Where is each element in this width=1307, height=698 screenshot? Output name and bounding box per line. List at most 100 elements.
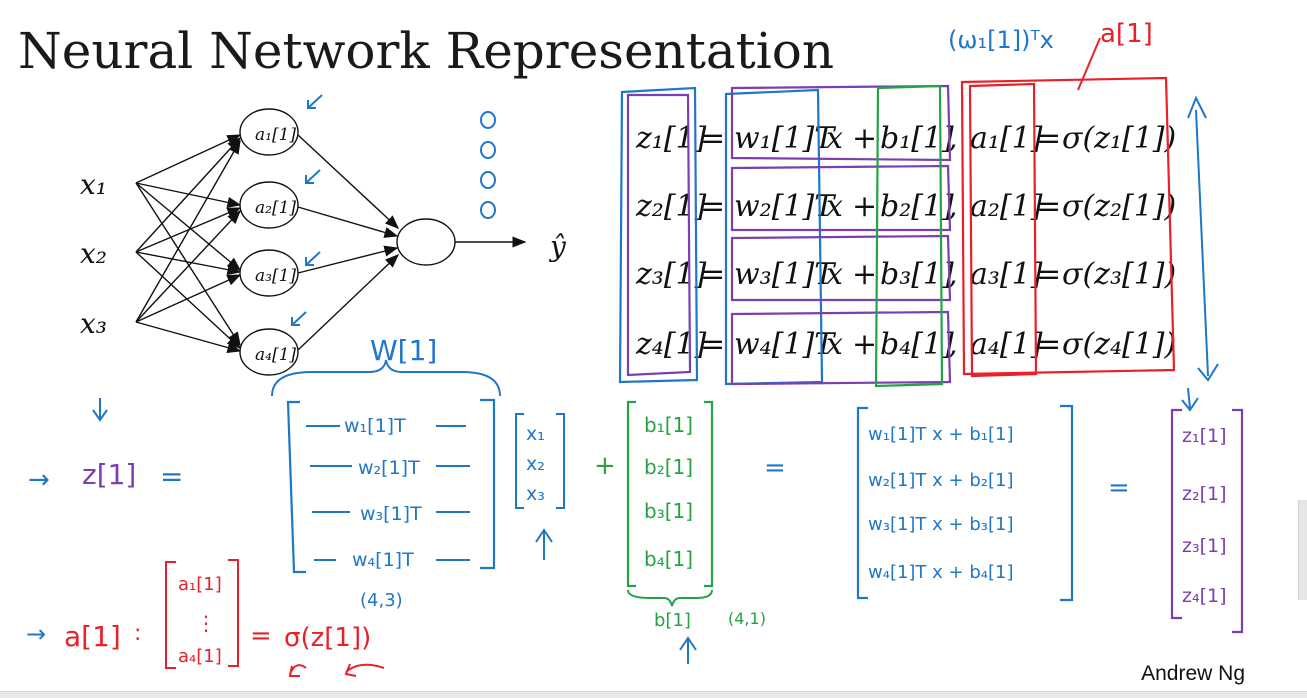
a-colon: :: [134, 621, 141, 646]
W-row-4: w₄[1]T: [352, 549, 414, 571]
z-col-down-arrow: [1181, 387, 1199, 412]
eq3-x: x: [826, 257, 843, 292]
equation-highlights: [618, 76, 1176, 388]
a-vec-bottom: a₄[1]: [178, 646, 222, 667]
b-brace: [627, 589, 713, 607]
hidden-node-2-label: a₂[1]: [255, 198, 296, 218]
eq4-z: z₄[1]: [635, 327, 707, 362]
hidden-node-4: [239, 328, 299, 376]
eq3-a: a₃[1]: [970, 257, 1043, 292]
hidden-node-1: [239, 108, 299, 156]
top-annotation: (ω₁[1])ᵀx a[1]: [948, 19, 1153, 91]
input-x1: x₁: [80, 168, 107, 201]
hidden-units-sketch: [480, 111, 496, 219]
eq1-eq2: =: [1036, 121, 1061, 156]
W-row-3: w₃[1]T: [360, 503, 422, 525]
vertical-span-arrow: [1187, 95, 1219, 382]
z-vector-left-bracket: [1170, 408, 1182, 620]
z-vec-1: z₁[1]: [1182, 425, 1227, 447]
a-equals: =: [250, 621, 272, 651]
W-row-1: w₁[1]T: [344, 415, 406, 437]
network-diagram: a₁[1] a₂[1] a₃[1] a₄[1] x₁ x₂ x₃ ŷ: [80, 94, 567, 376]
eq3-comma: ,: [948, 257, 958, 292]
equation-block: z₁[1] = w₁[1]T x + b₁[1] , a₁[1] = σ(z₁[…: [618, 76, 1219, 388]
eq4-x: x: [826, 327, 843, 362]
W-brace: [271, 359, 501, 397]
author-name: Andrew Ng: [1141, 662, 1245, 685]
eq3-eq2: =: [1036, 257, 1061, 292]
a-vector-left-bracket: [165, 561, 176, 669]
z-down-arrow: [92, 398, 108, 422]
eq2-eq2: =: [1036, 189, 1061, 224]
eq4-eq2: =: [1036, 327, 1061, 362]
result-row-4: w₄[1]T x + b₄[1]: [868, 562, 1013, 583]
eq1-plus: +: [852, 121, 877, 156]
hidden-output-edges: [297, 134, 527, 351]
eq4-b: b₄[1]: [880, 327, 954, 362]
input-hidden-edges: [135, 134, 242, 354]
b-vector-right-bracket: [704, 400, 714, 588]
top-expr: (ω₁[1])ᵀx: [948, 26, 1054, 54]
a-left-arrow: →: [26, 620, 46, 648]
z-vector-right-bracket: [1232, 408, 1244, 634]
eq1-comma: ,: [948, 121, 958, 156]
eq2-b: b₂[1]: [880, 189, 954, 224]
eq2-sigma: σ(z₂[1]): [1062, 189, 1176, 224]
b-vec-2: b₂[1]: [644, 455, 693, 479]
b-vec-3: b₃[1]: [644, 499, 693, 523]
hidden-node-1-label: a₁[1]: [255, 125, 296, 145]
equals-1: =: [764, 453, 786, 483]
eq1-sigma: σ(z₁[1]): [1062, 121, 1176, 156]
a-vec-top: a₁[1]: [178, 574, 222, 595]
input-x3: x₃: [80, 307, 107, 340]
node-pointer-marks: [291, 94, 323, 326]
eq4-eq: =: [700, 327, 725, 362]
W-matrix-right-bracket: [480, 398, 496, 570]
vectorized-section: W[1] → z[1] = w₁[1]T w₂[1]T w₃[1]T w₄[1]…: [26, 334, 1244, 677]
x-vec-2: x₂: [526, 453, 545, 475]
eq3-b: b₃[1]: [880, 257, 954, 292]
hidden-node-2: [239, 181, 299, 229]
z-label: z[1]: [82, 458, 136, 491]
eq3-z: z₃[1]: [635, 257, 707, 292]
eq1-b: b₁[1]: [880, 121, 954, 156]
result-row-3: w₃[1]T x + b₃[1]: [868, 514, 1013, 535]
eq2-comma: ,: [948, 189, 958, 224]
top-a: a[1]: [1100, 19, 1153, 49]
b-vector-left-bracket: [626, 400, 636, 588]
output-y-hat: ŷ: [548, 230, 567, 263]
b-up-arrow: [679, 636, 697, 664]
b-shape: (4,1): [728, 609, 766, 628]
plus-sign: +: [594, 451, 616, 481]
eq1-w: w₁[1]T: [734, 121, 836, 156]
eq2-plus: +: [852, 189, 877, 224]
W-label: W[1]: [370, 334, 437, 367]
x-vec-3: x₃: [526, 483, 545, 505]
z-vec-3: z₃[1]: [1182, 535, 1227, 557]
result-left-bracket: [856, 406, 868, 600]
result-right-bracket: [1060, 404, 1074, 602]
eq4-plus: +: [852, 327, 877, 362]
hidden-node-3-label: a₃[1]: [255, 266, 296, 286]
a-vec-dots: ⋮: [196, 611, 216, 635]
input-x2: x₂: [80, 237, 107, 270]
x-vector-left-bracket: [515, 413, 524, 509]
hidden-node-3: [239, 249, 299, 297]
eq4-sigma: σ(z₄[1]): [1062, 327, 1176, 362]
z-left-arrow: →: [28, 465, 50, 495]
output-node: [396, 218, 456, 266]
W-shape: (4,3): [360, 590, 403, 611]
eq2-eq: =: [700, 189, 725, 224]
W-row-lines: [306, 425, 470, 561]
slide-title: Neural Network Representation: [18, 22, 835, 80]
eq2-x: x: [826, 189, 843, 224]
eq2-w: w₂[1]T: [734, 189, 836, 224]
vertical-scrollbar[interactable]: [1298, 500, 1307, 600]
eq1-x: x: [826, 121, 843, 156]
eq3-eq: =: [700, 257, 725, 292]
result-row-1: w₁[1]T x + b₁[1]: [868, 424, 1013, 445]
b-vec-4: b₄[1]: [644, 547, 693, 571]
a-vector-right-bracket: [228, 559, 239, 667]
a-label: a[1]: [64, 620, 121, 653]
